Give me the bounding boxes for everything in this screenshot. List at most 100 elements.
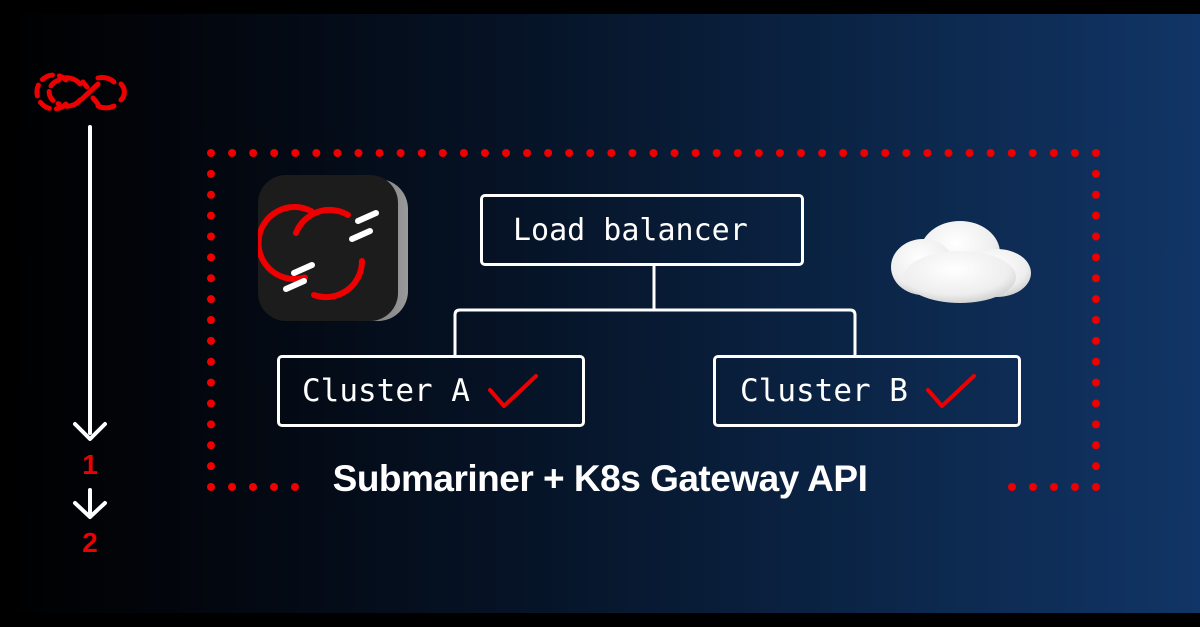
step-number-1: 1 (82, 449, 98, 480)
frame-dot (607, 149, 616, 157)
arrow-down-icon (73, 422, 107, 441)
frame-dot (291, 483, 299, 491)
edge-lb-cluster-a (453, 308, 654, 357)
frame-dot (1092, 483, 1100, 491)
load-balancer-label: Load balancer (513, 212, 748, 248)
frame-dot (480, 149, 489, 157)
frame-dot (207, 399, 215, 408)
frame-dot (775, 149, 784, 157)
frame-dot (712, 149, 721, 157)
frame-dot (565, 149, 574, 157)
load-balancer-node: Load balancer (480, 194, 804, 266)
frame-dot (207, 316, 215, 324)
frame-dot (312, 149, 321, 157)
frame-dot (523, 149, 532, 157)
frame-dot (1092, 357, 1100, 366)
frame-dot (1008, 483, 1016, 491)
frame-dot (1092, 169, 1100, 178)
frame-dot (207, 295, 215, 304)
frame-dot (1092, 378, 1100, 387)
frame-dot (1092, 190, 1100, 199)
frame-dot (1092, 295, 1100, 304)
frame-dot (1050, 483, 1058, 491)
infinity-link-icon (34, 72, 127, 112)
frame-dot (1092, 336, 1100, 345)
frame-dot (207, 420, 215, 429)
frame-dot (670, 149, 679, 157)
frame-dot (207, 336, 215, 345)
frame-dot (291, 149, 300, 157)
check-icon (925, 374, 976, 408)
frame-dot (1092, 211, 1100, 220)
frame-dot (586, 149, 595, 157)
frame-dot (902, 149, 911, 157)
frame-dot (1092, 274, 1100, 283)
frame-dot (249, 149, 258, 157)
gradient-background (0, 14, 1200, 613)
dotted-frame (207, 149, 1100, 491)
frame-dot (1092, 462, 1100, 471)
frame-dot (944, 149, 953, 157)
frame-dot (965, 149, 974, 157)
openshift-app-icon (258, 175, 408, 321)
frame-dot (207, 211, 215, 220)
frame-dot (228, 149, 237, 157)
frame-dot (733, 149, 742, 157)
frame-dot (1071, 483, 1079, 491)
frame-dot (986, 149, 995, 157)
frame-dot (459, 149, 468, 157)
frame-dot (1092, 149, 1100, 157)
frame-dot (818, 149, 827, 157)
edge-lb-cluster-b (654, 308, 857, 357)
cluster-a-node: Cluster A (277, 355, 585, 427)
frame-dot (1092, 316, 1100, 324)
diagram-title-text: Submariner + K8s Gateway API (332, 458, 868, 499)
diagram-title: Submariner + K8s Gateway API (0, 458, 1200, 500)
cluster-b-node: Cluster B (713, 355, 1021, 427)
connector-lines (453, 265, 857, 357)
frame-dot (1070, 149, 1079, 157)
frame-dot (207, 441, 215, 450)
cloud-icon (891, 221, 1031, 303)
frame-dot (628, 149, 637, 157)
frame-dot (1092, 399, 1100, 408)
frame-dot (207, 190, 215, 199)
frame-dot (1092, 253, 1100, 262)
frame-dot (544, 149, 553, 157)
frame-dot (839, 149, 848, 157)
frame-dot (754, 149, 763, 157)
frame-dot (207, 169, 215, 178)
arrow-down-icon-2 (73, 501, 107, 519)
frame-dot (502, 149, 510, 157)
frame-dot (333, 149, 342, 157)
frame-dot (207, 378, 215, 387)
frame-dot (270, 149, 279, 157)
frame-dot (691, 149, 700, 157)
frame-dot (417, 149, 426, 157)
bottom-letterbox (0, 613, 1200, 627)
frame-dot (396, 149, 405, 157)
frame-dot (354, 149, 363, 157)
frame-dot (1049, 149, 1058, 157)
frame-dot (207, 483, 215, 491)
frame-dot (860, 149, 869, 157)
step-number-2: 2 (82, 527, 98, 558)
frame-dot (881, 149, 890, 157)
frame-dot (207, 462, 215, 471)
frame-dot (1092, 232, 1100, 241)
frame-dot (207, 232, 215, 241)
frame-dot (797, 149, 805, 157)
top-letterbox (0, 0, 1200, 14)
frame-dot (1092, 441, 1100, 450)
frame-dot (649, 149, 658, 157)
frame-dot (375, 149, 384, 157)
frame-dot (249, 483, 257, 491)
frame-dot (207, 253, 215, 262)
frame-dot (228, 483, 236, 491)
frame-dot (923, 149, 932, 157)
frame-dot (438, 149, 447, 157)
frame-dot (1007, 149, 1016, 157)
check-icon (487, 374, 538, 408)
frame-dot (270, 483, 278, 491)
